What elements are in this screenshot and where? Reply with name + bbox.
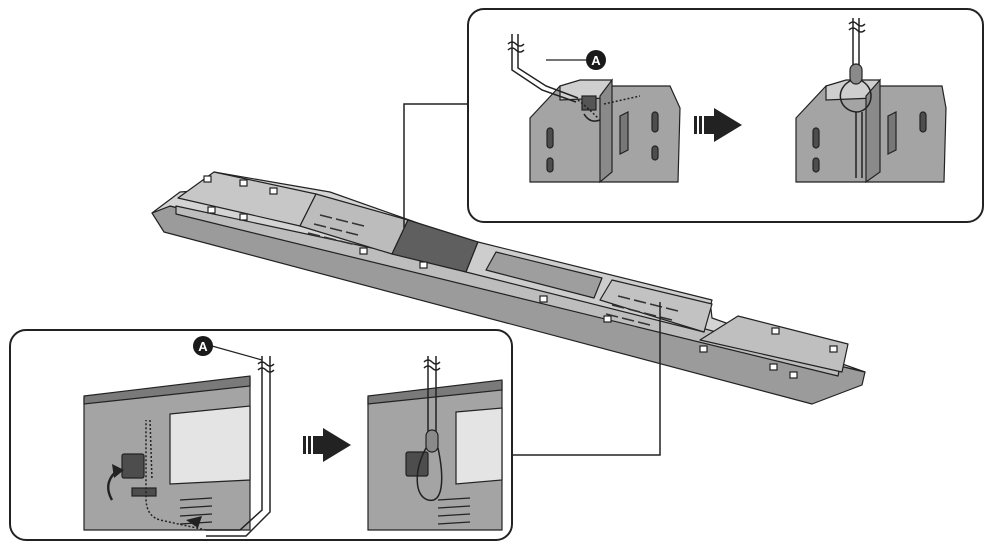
right-foot-block — [699, 315, 849, 373]
top-callout-label: A — [591, 53, 601, 68]
top-step2-wire-loop — [839, 18, 872, 178]
mounting-holes — [203, 175, 838, 379]
bottom-step2-wire-loop — [416, 356, 443, 501]
callout-a-icon — [193, 336, 213, 356]
top-step1-wire — [507, 34, 641, 122]
callout-a-icon — [586, 50, 606, 70]
bottom-detail-callout: A — [9, 302, 661, 541]
bottom-step1-arrows — [107, 464, 202, 528]
top-leader-line — [403, 103, 468, 228]
sound-bar-unit — [151, 171, 866, 405]
top-step1-bracket — [529, 78, 681, 184]
bottom-leader-line — [512, 302, 661, 456]
bottom-wire-sleeve — [425, 429, 439, 453]
bottom-callout-leader — [211, 345, 263, 361]
top-detail-callout: A — [403, 8, 984, 228]
top-step2-bracket — [795, 78, 947, 184]
vent-slots — [307, 214, 679, 326]
bottom-step2-panel — [367, 379, 503, 531]
step-arrow-icon — [694, 108, 742, 142]
top-wire-sleeve — [849, 63, 863, 85]
step-arrow-icon — [303, 428, 351, 462]
bottom-step1-panel — [83, 375, 251, 531]
bottom-callout-label: A — [198, 339, 208, 354]
display-window — [485, 251, 603, 299]
bottom-step1-wire — [145, 356, 275, 537]
